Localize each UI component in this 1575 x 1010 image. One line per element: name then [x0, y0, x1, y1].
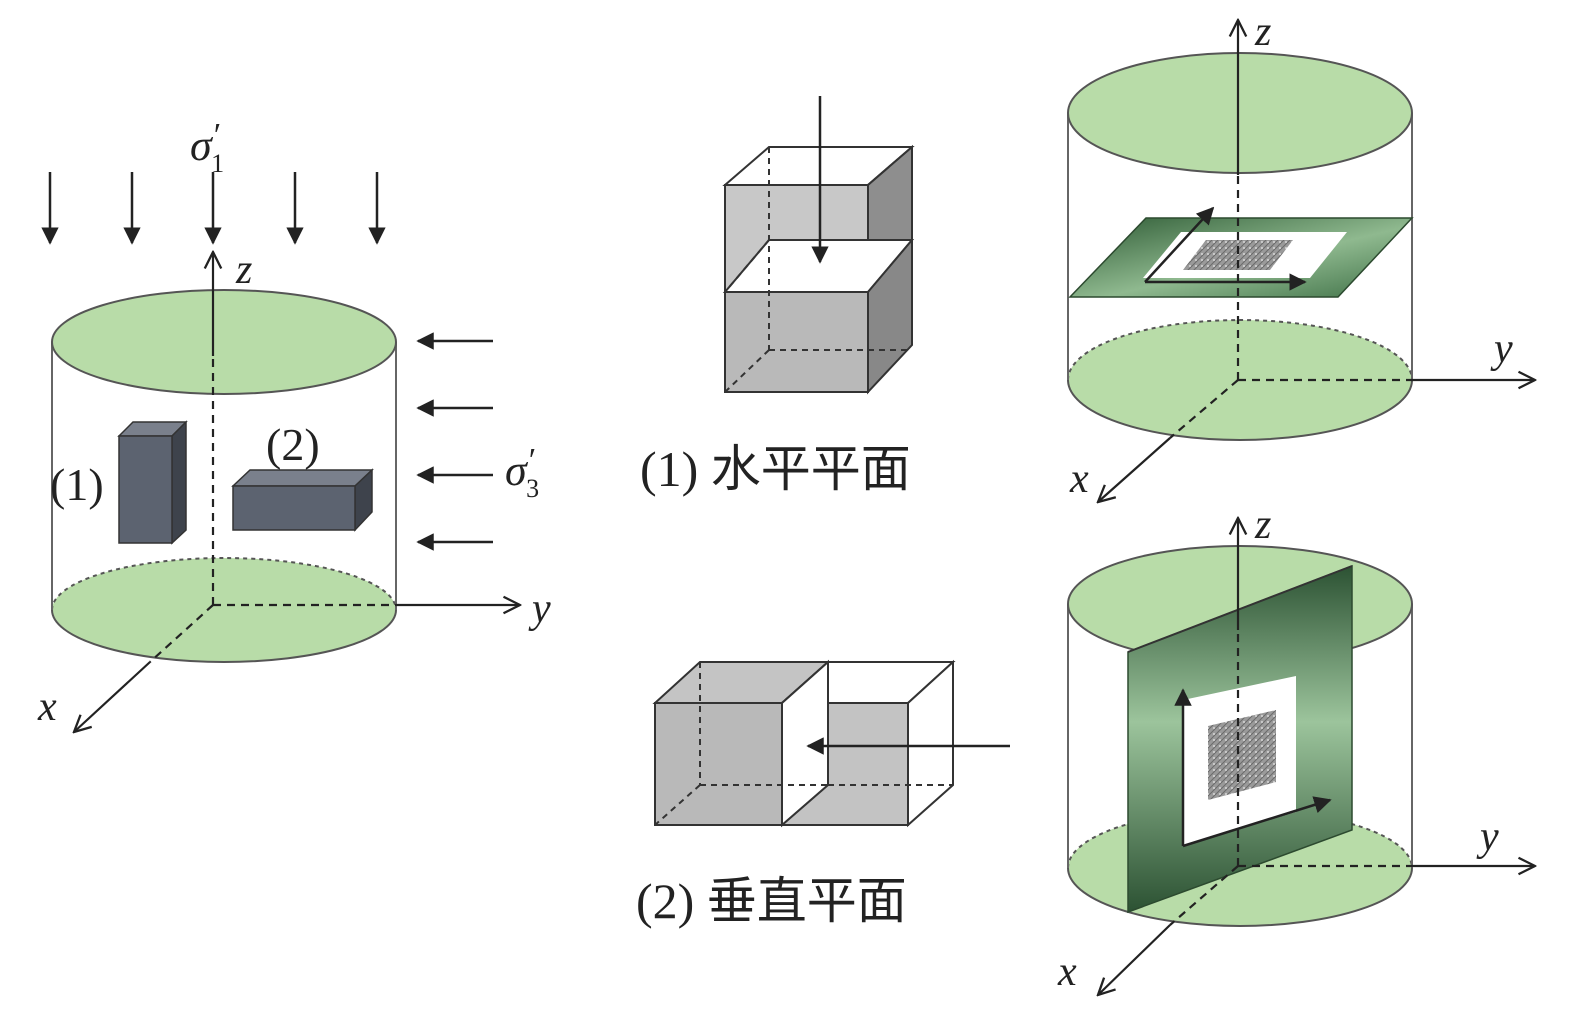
right-top-z-axis-label: z [1254, 9, 1271, 55]
sigma3-label: σ′3 [505, 442, 539, 503]
right-bottom-x-axis-label: x [1057, 949, 1077, 995]
horizontal-plane-cube [722, 96, 915, 395]
left-y-axis-label: y [528, 586, 551, 632]
left-cylinder [51, 289, 397, 663]
specimen-1-block [117, 420, 188, 545]
sigma3-load-arrows [416, 332, 493, 551]
vertical-plane-caption: (2) 垂直平面 [636, 873, 907, 929]
horizontal-plane-caption: (1) 水平平面 [640, 441, 911, 497]
sigma1-load-arrows [41, 172, 386, 245]
right-top-y-axis-label: y [1490, 326, 1513, 372]
specimen-2-block [231, 468, 374, 532]
left-x-axis-label: x [37, 684, 57, 730]
left-specimen-diagram: σ′1 σ′3 z y [37, 117, 551, 732]
right-bottom-cylinder [1067, 518, 1535, 995]
vertical-plane-cube [652, 659, 1010, 828]
sigma1-label: σ′1 [190, 117, 224, 178]
left-axes [74, 252, 520, 732]
right-bottom-y-axis-label: y [1476, 814, 1499, 860]
vertical-texture-sample [1208, 710, 1276, 800]
left-z-axis-label: z [235, 247, 252, 293]
specimen-1-label: (1) [50, 459, 104, 510]
right-top-x-axis-label: x [1069, 456, 1089, 502]
right-bottom-z-axis-label: z [1254, 502, 1271, 548]
specimen-2-label: (2) [266, 419, 320, 470]
horizontal-texture-sample [1183, 240, 1293, 270]
right-top-cylinder [1067, 20, 1535, 502]
